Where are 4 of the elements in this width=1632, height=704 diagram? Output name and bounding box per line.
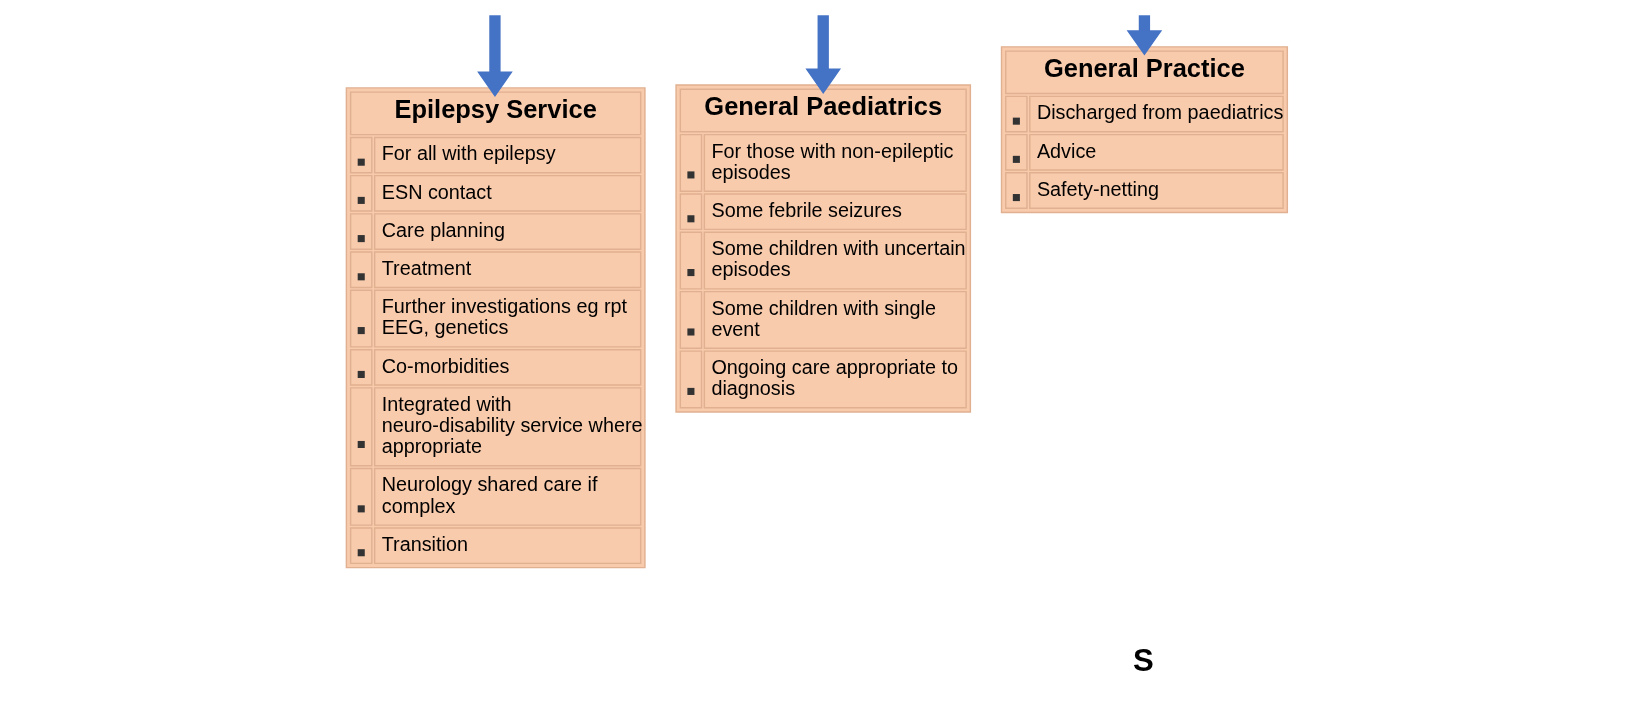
arrow bbox=[476, 15, 513, 97]
arrow bbox=[804, 15, 841, 94]
label: S bbox=[1132, 643, 1154, 679]
arrow bbox=[1126, 15, 1162, 56]
